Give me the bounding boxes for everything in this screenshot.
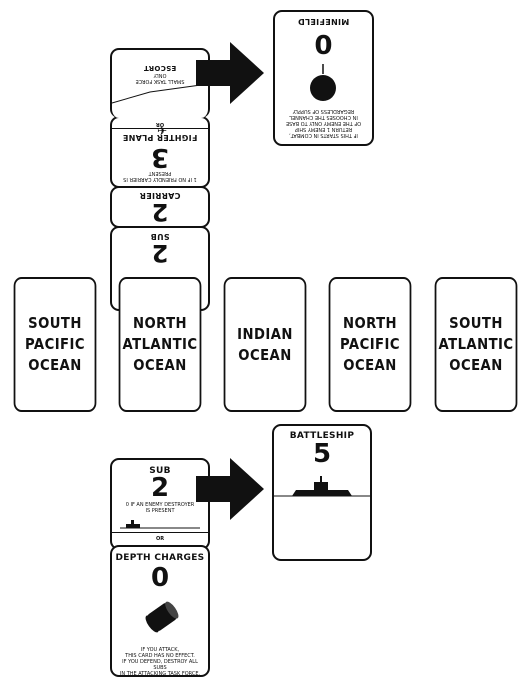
carrier-title: CARRIER [139,191,181,200]
depth-rule: IF YOU ATTACK, THIS CARD HAS NO EFFECT. … [119,647,201,677]
depth-value: 0 [150,563,170,593]
submarine-icon [120,520,200,529]
depth-title: DEPTH CHARGES [115,553,205,563]
sub-title: SUB [150,232,170,241]
ocean-card-south-atlantic[interactable]: SOUTH ATLANTIC OCEAN [434,277,518,412]
sub-value-bottom: 2 [150,473,170,503]
battleship-title: BATTLESHIP [289,431,355,441]
fighter-value: 3 [150,142,170,172]
minefield-rule: IF THIS STARTS IN COMBAT, RETURN 1 ENEMY… [285,108,362,138]
battleship-card[interactable]: BATTLESHIP 5 [272,424,372,561]
sub-card-bottom[interactable]: SUB 2 0 IF AN ENEMY DESTROYER IS PRESENT… [110,458,210,550]
sub-note-bottom: 0 IF AN ENEMY DESTROYER IS PRESENT [125,502,195,514]
battleship-icon [274,476,370,497]
escort-card-top[interactable]: SMALL TASK FORCE ONLY ESCORT [110,48,210,118]
battleship-value: 5 [312,439,332,469]
fold-line [111,83,209,104]
ocean-card-north-atlantic[interactable]: NORTH ATLANTIC OCEAN [118,277,202,412]
sub-or-bottom: OR [155,536,165,542]
plane-icon: ✈ [157,124,168,138]
carrier-value: 2 [151,198,169,226]
ocean-card-north-pacific[interactable]: NORTH PACIFIC OCEAN [328,277,412,412]
fighter-card-top[interactable]: 1 IF NO FRIENDLY CARRIER IS PRESENT 3 FI… [110,116,210,188]
arrow-right-icon [196,458,264,520]
minefield-title: MINEFIELD [297,17,350,26]
carrier-card-top[interactable]: 2 CARRIER [110,186,210,228]
sub-value: 2 [151,239,169,267]
ocean-card-indian[interactable]: INDIAN OCEAN [223,277,307,412]
depth-charges-card[interactable]: DEPTH CHARGES 0 IF YOU ATTACK, THIS CARD… [110,545,210,677]
ocean-card-south-pacific[interactable]: SOUTH PACIFIC OCEAN [13,277,97,412]
sub-title-bottom: SUB [149,466,171,476]
minefield-value: 0 [314,28,333,58]
mine-icon [310,64,336,101]
arrow-right-icon [196,42,264,104]
minefield-card[interactable]: IF THIS STARTS IN COMBAT, RETURN 1 ENEMY… [273,10,374,146]
depth-charge-icon [145,601,179,633]
top-card-stack: 2 SUB 2 CARRIER 1 IF NO FRIENDLY CARRIER… [110,48,210,311]
